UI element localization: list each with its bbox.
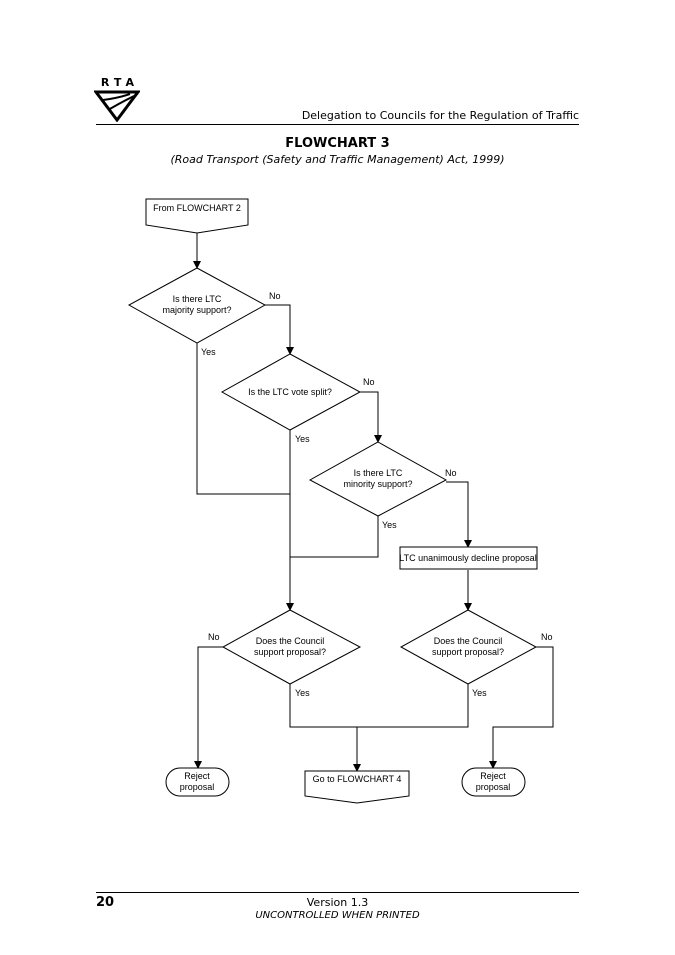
process-unanimous-decline-label: LTC unanimously decline proposal <box>399 553 536 563</box>
decision-split-label: Is the LTC vote split? <box>248 387 332 397</box>
reject-left-line1: Reject <box>184 771 210 781</box>
edge-minority-no: No <box>445 468 457 478</box>
decision-majority-line1: Is there LTC <box>173 294 222 304</box>
flowchart-subtitle: (Road Transport (Safety and Traffic Mana… <box>170 153 505 166</box>
decision-minority-line2: minority support? <box>343 479 412 489</box>
decision-vote-split: Is the LTC vote split? <box>220 353 362 431</box>
rta-logo: RTA <box>94 76 142 122</box>
edge-council-right-yes: Yes <box>472 688 487 698</box>
edge-split-no: No <box>363 377 375 387</box>
reject-left-line2: proposal <box>180 782 215 792</box>
terminal-reject-right: Reject proposal <box>461 767 526 797</box>
flowchart-connectors <box>193 233 554 772</box>
terminal-reject-left: Reject proposal <box>165 767 230 797</box>
edge-split-yes: Yes <box>295 434 310 444</box>
decision-majority-line2: majority support? <box>162 305 231 315</box>
decision-majority-support: Is there LTC majority support? <box>127 267 267 344</box>
decision-council-support-left: Does the Council support proposal? <box>221 609 362 685</box>
reject-right-line1: Reject <box>480 771 506 781</box>
header-divider <box>96 124 579 125</box>
edge-council-right-no: No <box>541 632 553 642</box>
uncontrolled-notice: UNCONTROLLED WHEN PRINTED <box>255 910 420 921</box>
rta-road-icon <box>94 90 140 122</box>
decision-council-left-line2: support proposal? <box>254 647 326 657</box>
decision-council-right-line1: Does the Council <box>434 636 503 646</box>
logo-text: RTA <box>100 76 140 89</box>
edge-majority-yes: Yes <box>201 347 216 357</box>
flowchart-title: FLOWCHART 3 <box>285 136 390 151</box>
edge-labels: No Yes No Yes No Yes No Yes No Yes <box>201 291 553 698</box>
goto-flowchart-4-label: Go to FLOWCHART 4 <box>313 774 402 784</box>
footer-divider <box>96 892 579 893</box>
goto-flowchart-4-node: Go to FLOWCHART 4 <box>304 770 410 804</box>
decision-minority-support: Is there LTC minority support? <box>308 441 448 517</box>
decision-minority-line1: Is there LTC <box>354 468 403 478</box>
decision-council-left-line1: Does the Council <box>256 636 325 646</box>
decision-council-support-right: Does the Council support proposal? <box>399 609 538 685</box>
edge-majority-no: No <box>269 291 281 301</box>
process-unanimous-decline: LTC unanimously decline proposal <box>399 546 538 570</box>
start-label: From FLOWCHART 2 <box>153 203 241 213</box>
edge-council-left-yes: Yes <box>295 688 310 698</box>
decision-council-right-line2: support proposal? <box>432 647 504 657</box>
page-number: 20 <box>96 895 115 910</box>
start-node: From FLOWCHART 2 <box>145 198 249 234</box>
reject-right-line2: proposal <box>476 782 511 792</box>
version-label: Version 1.3 <box>306 896 369 909</box>
edge-council-left-no: No <box>208 632 220 642</box>
edge-minority-yes: Yes <box>382 520 397 530</box>
header-title: Delegation to Councils for the Regulatio… <box>301 109 579 122</box>
